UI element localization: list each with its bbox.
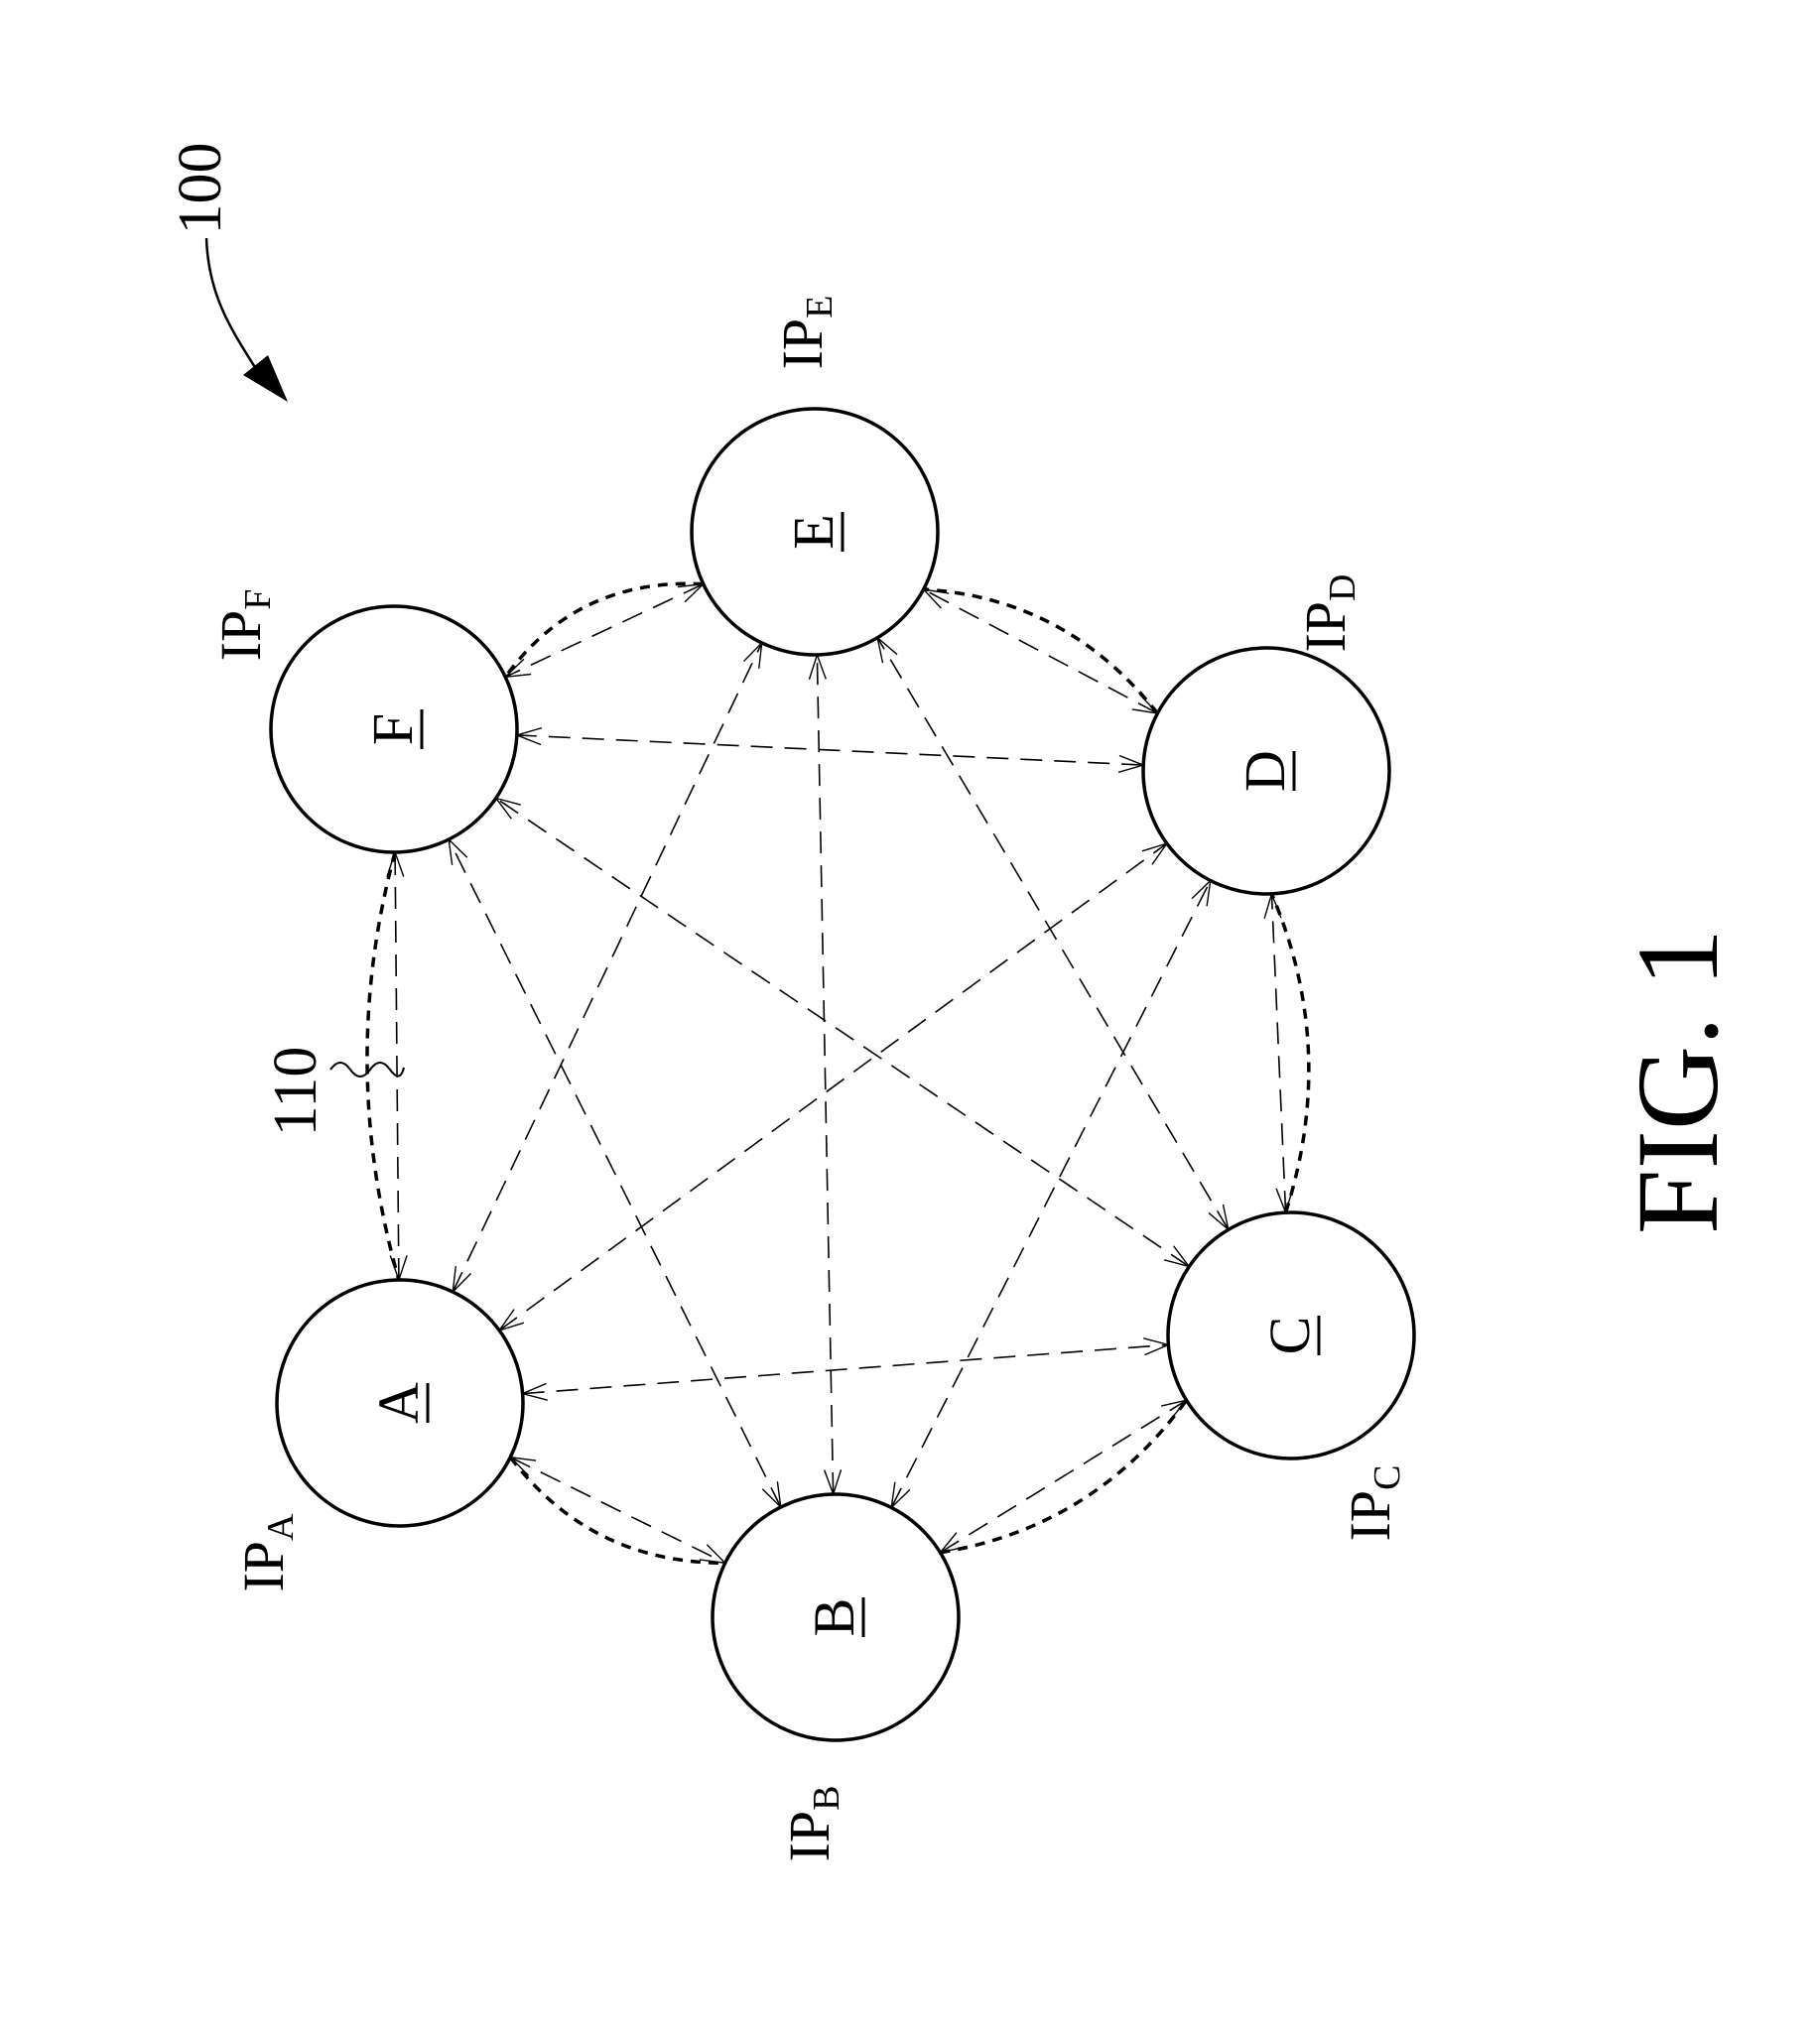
node-letter-B: B — [802, 1598, 866, 1637]
ring-label-group: 110 — [262, 1047, 404, 1137]
link-A-D — [499, 843, 1167, 1331]
ip-label-A: IPA — [231, 1513, 302, 1592]
ring-arc-C-D — [1271, 894, 1308, 1212]
reference-label-100: 100 — [167, 143, 234, 235]
ip-label-B: IPB — [777, 1786, 847, 1862]
ip-label-main-F: IP — [208, 610, 273, 662]
link-B-E — [809, 655, 841, 1494]
ip-label-main-A: IP — [231, 1541, 296, 1592]
ip-label-sub-E: E — [799, 296, 841, 318]
link-line-C-F — [496, 798, 1190, 1266]
reference-100-group: 100 — [167, 143, 288, 403]
link-E-F — [505, 584, 703, 678]
ip-label-sub-C: C — [1366, 1465, 1408, 1490]
link-A-B — [510, 1458, 724, 1564]
link-D-F — [517, 728, 1143, 773]
link-line-D-E — [924, 589, 1158, 713]
ip-label-C: IPC — [1338, 1465, 1408, 1542]
ip-label-sub-A: A — [260, 1513, 302, 1541]
ip-label-sub-F: F — [237, 589, 279, 610]
link-B-D — [891, 881, 1211, 1508]
node-E: EIPE — [692, 296, 938, 655]
figure-caption: FIG. 1 — [1613, 929, 1743, 1234]
arrow-icon-A-to-B — [700, 1545, 725, 1563]
link-line-A-D — [499, 843, 1167, 1331]
node-letter-C: C — [1257, 1317, 1322, 1355]
reference-leader-line — [206, 238, 258, 372]
link-line-E-F — [505, 584, 703, 678]
ip-label-D: IPD — [1293, 573, 1364, 652]
nodes-layer: AIPABIPBCIPCDIPDEIPEFIPF — [208, 296, 1414, 1862]
link-line-B-E — [817, 655, 833, 1494]
node-letter-F: F — [360, 713, 425, 745]
ip-label-main-D: IP — [1293, 601, 1358, 653]
arrow-icon-C-to-F — [496, 798, 521, 819]
ring-label-110: 110 — [262, 1047, 329, 1137]
link-line-B-D — [891, 881, 1211, 1508]
node-B: BIPB — [713, 1494, 959, 1861]
arrow-icon-B-to-F — [449, 839, 466, 865]
arrow-icon-E-to-F — [505, 659, 531, 677]
node-D: DIPD — [1143, 573, 1389, 894]
link-line-A-F — [395, 852, 399, 1280]
node-C: CIPC — [1168, 1212, 1414, 1541]
link-line-A-C — [523, 1344, 1169, 1393]
ip-label-main-C: IP — [1338, 1490, 1402, 1542]
node-letter-E: E — [781, 514, 845, 549]
reference-arrow-icon — [243, 355, 288, 402]
ip-label-main-B: IP — [777, 1811, 842, 1862]
link-line-B-C — [940, 1400, 1186, 1553]
ip-label-F: IPF — [208, 589, 279, 662]
node-letter-A: A — [366, 1382, 431, 1424]
ip-label-E: IPE — [770, 296, 841, 370]
link-line-D-F — [517, 735, 1143, 765]
node-F: FIPF — [208, 589, 517, 852]
link-A-C — [523, 1338, 1169, 1400]
link-C-F — [496, 798, 1190, 1266]
link-D-E — [924, 589, 1158, 713]
link-line-C-D — [1271, 894, 1285, 1212]
arrow-icon-B-to-D — [1192, 881, 1211, 907]
node-letter-D: D — [1233, 750, 1297, 792]
node-A: AIPA — [231, 1280, 523, 1592]
ip-label-main-E: IP — [770, 318, 835, 370]
link-A-F — [387, 852, 407, 1280]
ip-label-sub-B: B — [806, 1786, 847, 1811]
link-line-A-B — [510, 1458, 724, 1564]
arrow-icon-F-to-E — [678, 584, 704, 602]
ip-label-sub-D: D — [1322, 573, 1364, 600]
link-B-C — [940, 1400, 1186, 1553]
